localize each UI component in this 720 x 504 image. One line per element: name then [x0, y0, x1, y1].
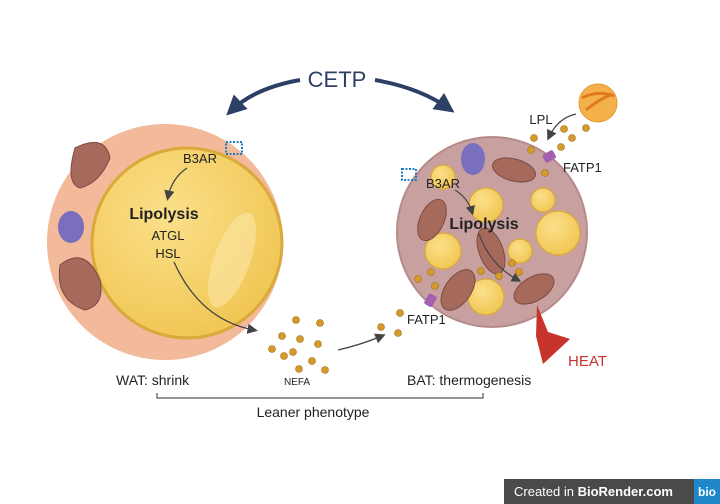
fatp1-transporter-icon	[542, 150, 556, 163]
badge-text: Created in BioRender.com	[504, 484, 694, 499]
bat-cell	[396, 124, 590, 328]
fatp1-top-label: FATP1	[563, 160, 602, 175]
heat-arrow-icon	[536, 305, 570, 364]
wat-lipolysis-label: Lipolysis	[129, 206, 198, 223]
biorender-badge[interactable]: Created in BioRender.com bio	[504, 479, 720, 504]
badge-brand: BioRender.com	[577, 484, 673, 499]
mitochondrion-icon	[58, 257, 102, 311]
nefa-label: NEFA	[284, 377, 310, 388]
bat-caption: BAT: thermogenesis	[407, 372, 531, 388]
mitochondrion-icon	[70, 141, 111, 189]
fatp1-transporter-icon	[424, 293, 437, 307]
cetp-arrows	[226, 78, 455, 116]
nucleus-icon	[461, 143, 485, 175]
cetp-label: CETP	[308, 67, 367, 92]
lipid-droplets	[424, 164, 581, 316]
wat-caption: WAT: shrink	[116, 372, 190, 388]
phenotype-label: Leaner phenotype	[257, 404, 370, 420]
badge-prefix: Created in	[514, 484, 578, 499]
fatty-acids	[414, 124, 590, 290]
biorender-logo-icon: bio	[694, 479, 720, 504]
fatp1-bottom-label: FATP1	[407, 312, 446, 327]
wat-b3ar-label: B3AR	[183, 151, 217, 166]
bat-b3ar-label: B3AR	[426, 176, 460, 191]
bracket	[156, 393, 484, 399]
wat-cell	[47, 124, 284, 360]
mitochondria	[417, 157, 555, 311]
nucleus-icon	[58, 211, 84, 243]
b3ar-receptor-icon	[401, 168, 417, 181]
wat-enzyme-atgl: ATGL	[152, 228, 185, 243]
wat-enzyme-hsl: HSL	[155, 246, 180, 261]
b3ar-receptor-icon	[225, 141, 243, 155]
heat-label: HEAT	[568, 353, 607, 370]
nefa-fatty-acids	[268, 309, 404, 374]
lpl-label: LPL	[529, 112, 552, 127]
bat-lipolysis-label: Lipolysis	[449, 216, 518, 233]
